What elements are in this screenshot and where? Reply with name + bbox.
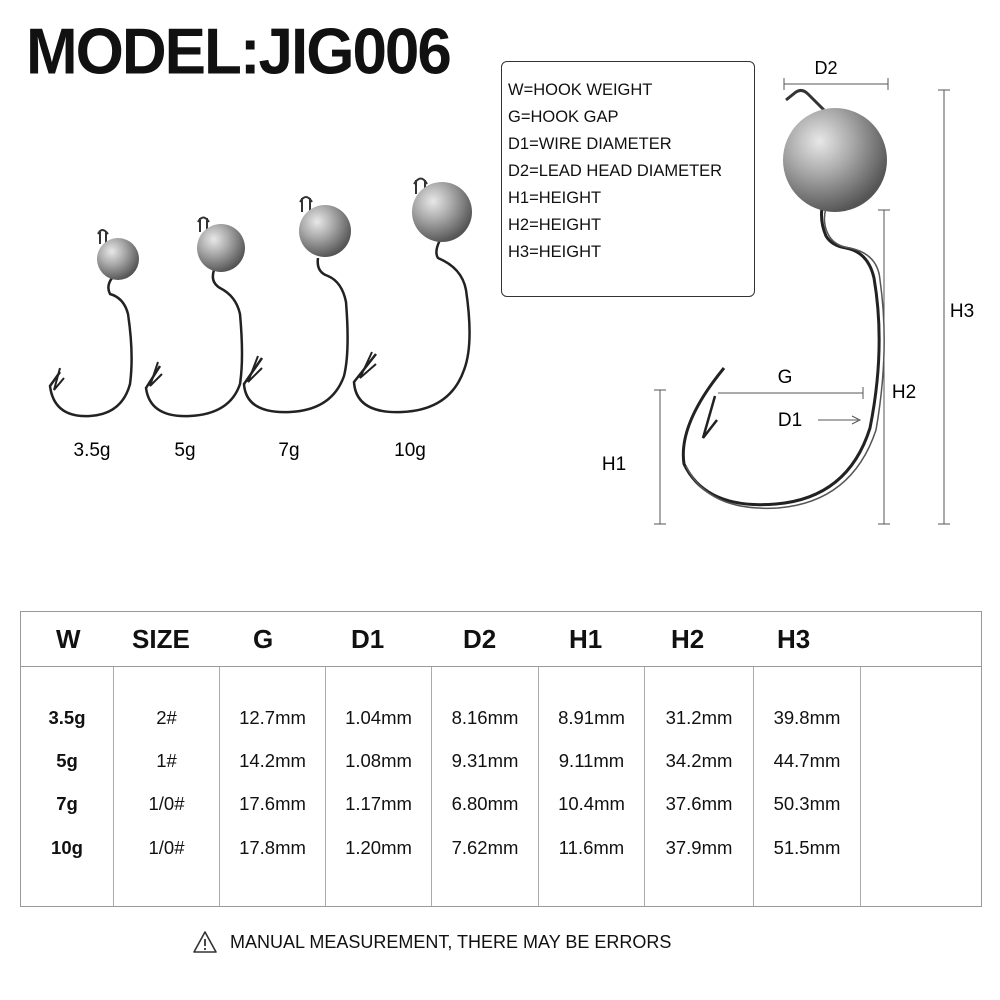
legend-item-w: W=HOOK WEIGHT — [508, 81, 653, 99]
hook-5g-image — [144, 216, 245, 418]
column-divider — [431, 667, 432, 906]
label-h1: H1 — [602, 454, 626, 475]
legend-item-d2: D2=LEAD HEAD DIAMETER — [508, 162, 723, 180]
cell-h1: 10.4mm — [558, 793, 625, 814]
hook-illustrations: 3.5g 5g 7g 10g D2 H3 H2 G D1 — [48, 58, 974, 525]
cell-w: 10g — [51, 837, 83, 858]
cell-h1: 9.11mm — [558, 750, 625, 771]
cell-size: 1# — [156, 750, 177, 771]
table-header: W SIZE G D1 D2 H1 H2 H3 — [21, 612, 981, 667]
legend-item-h2: H2=HEIGHT — [508, 216, 602, 234]
cell-d2: 8.16mm — [451, 707, 519, 728]
legend-item-g: G=HOOK GAP — [508, 108, 619, 126]
legend-box: W=HOOK WEIGHT G=HOOK GAP D1=WIRE DIAMETE… — [501, 61, 755, 297]
cell-h3: 51.5mm — [773, 837, 841, 858]
hook-7g-image — [242, 196, 351, 414]
cell-h1: 8.91mm — [558, 707, 625, 728]
legend-item-h1: H1=HEIGHT — [508, 189, 602, 207]
cell-d1: 1.04mm — [345, 707, 412, 728]
column-divider — [325, 667, 326, 906]
cell-g: 12.7mm — [239, 707, 306, 728]
dimension-diagram: D2 H3 H2 G D1 H1 — [602, 58, 974, 525]
table-row: 7g 1/0# 17.6mm 1.17mm 6.80mm 10.4mm 37.6… — [21, 784, 981, 824]
table-row: 10g 1/0# 17.8mm 1.20mm 7.62mm 11.6mm 37.… — [21, 828, 981, 868]
label-d2: D2 — [814, 58, 837, 78]
cell-d1: 1.08mm — [345, 750, 412, 771]
header-size: SIZE — [132, 624, 190, 654]
label-g: G — [778, 367, 793, 388]
header-h1: H1 — [569, 624, 603, 654]
header-h3: H3 — [777, 624, 811, 654]
column-divider — [644, 667, 645, 906]
header-d2: D2 — [463, 624, 497, 654]
cell-g: 17.6mm — [239, 793, 306, 814]
legend-item-h3: H3=HEIGHT — [508, 243, 602, 261]
cell-h1: 11.6mm — [558, 837, 625, 858]
cell-h2: 34.2mm — [665, 750, 733, 771]
cell-h3: 44.7mm — [773, 750, 841, 771]
cell-d1: 1.17mm — [345, 793, 412, 814]
column-divider — [860, 667, 861, 906]
cell-h2: 31.2mm — [665, 707, 733, 728]
cell-h3: 50.3mm — [773, 793, 841, 814]
cell-d1: 1.20mm — [345, 837, 412, 858]
measurement-note: MANUAL MEASUREMENT, THERE MAY BE ERRORS — [192, 930, 671, 954]
cell-w: 5g — [56, 750, 78, 771]
column-divider — [753, 667, 754, 906]
column-divider — [113, 667, 114, 906]
hook-label-3-5g: 3.5g — [74, 440, 111, 461]
note-text: MANUAL MEASUREMENT, THERE MAY BE ERRORS — [230, 931, 672, 952]
table-row: 5g 1# 14.2mm 1.08mm 9.31mm 9.11mm 34.2mm… — [21, 741, 981, 781]
hook-label-10g: 10g — [394, 440, 426, 461]
header-d1: D1 — [351, 624, 385, 654]
label-d1: D1 — [778, 410, 802, 431]
hook-label-7g: 7g — [278, 440, 299, 461]
label-h3: H3 — [950, 301, 974, 322]
header-g: G — [253, 624, 274, 654]
cell-size: 2# — [156, 707, 177, 728]
table-row: 3.5g 2# 12.7mm 1.04mm 8.16mm 8.91mm 31.2… — [21, 698, 981, 738]
hook-label-5g: 5g — [174, 440, 195, 461]
header-h2: H2 — [671, 624, 705, 654]
cell-h2: 37.6mm — [665, 793, 733, 814]
cell-size: 1/0# — [148, 837, 185, 858]
cell-d2: 7.62mm — [451, 837, 519, 858]
cell-size: 1/0# — [148, 793, 185, 814]
cell-d2: 6.80mm — [451, 793, 519, 814]
warning-icon — [193, 931, 217, 953]
cell-d2: 9.31mm — [451, 750, 519, 771]
cell-w: 3.5g — [48, 707, 86, 728]
cell-h2: 37.9mm — [665, 837, 733, 858]
hook-10g-image — [352, 177, 472, 414]
spec-table: W SIZE G D1 D2 H1 H2 H3 3.5g 2# 12.7mm 1… — [20, 611, 982, 907]
legend-item-d1: D1=WIRE DIAMETER — [508, 135, 672, 153]
header-w: W — [56, 624, 81, 654]
column-divider — [538, 667, 539, 906]
column-divider — [219, 667, 220, 906]
cell-g: 17.8mm — [239, 837, 306, 858]
cell-h3: 39.8mm — [773, 707, 841, 728]
hook-3-5g-image — [48, 229, 139, 418]
cell-g: 14.2mm — [239, 750, 306, 771]
page-title: MODEL:JIG006 — [26, 15, 452, 89]
label-h2: H2 — [892, 382, 916, 403]
cell-w: 7g — [56, 793, 78, 814]
